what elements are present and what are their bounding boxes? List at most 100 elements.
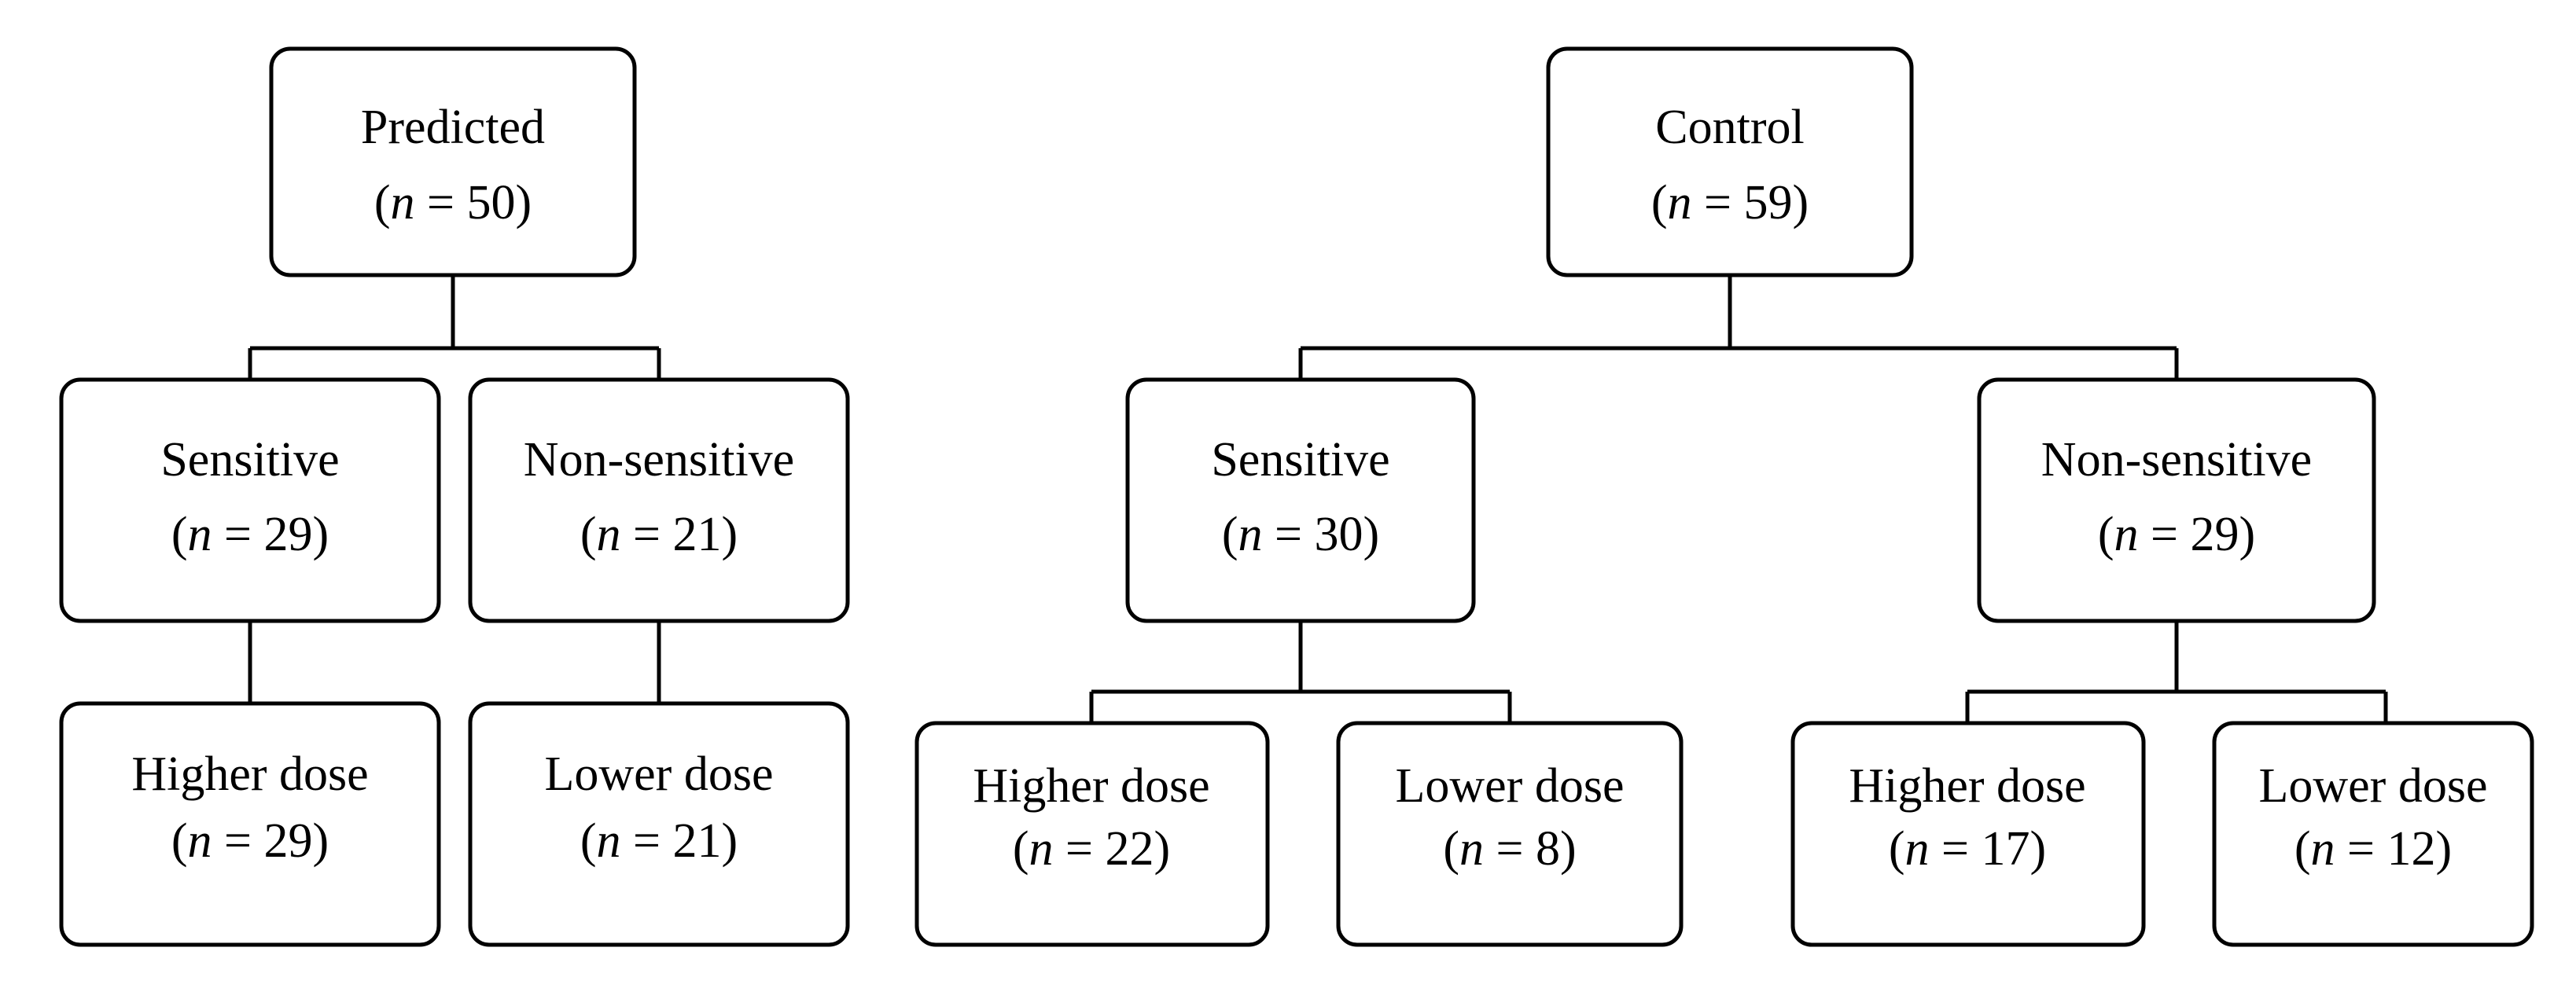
node-predicted-sensitive-higher-count: (n = 29): [171, 814, 329, 868]
node-predicted-sensitive-count: (n = 29): [171, 508, 329, 561]
node-predicted-sensitive-box[interactable]: [59, 377, 441, 623]
node-predicted-sensitive-higher-label: Higher dose: [131, 747, 368, 801]
node-control-non-sensitive-higher[interactable]: Higher dose (n = 17): [1790, 721, 2146, 947]
node-predicted[interactable]: Predicted (n = 50): [269, 46, 637, 277]
count-value: 21: [672, 508, 721, 561]
node-control-non-sensitive-count: (n = 29): [2098, 508, 2255, 561]
count-close-paren: ): [721, 508, 738, 561]
count-value: 59: [1743, 176, 1792, 230]
count-value: 22: [1105, 822, 1154, 876]
count-close-paren: ): [1363, 508, 1379, 561]
count-close-paren: ): [1154, 822, 1170, 876]
count-value: 12: [2386, 822, 2435, 876]
node-control-sensitive-higher-count: (n = 22): [1013, 822, 1170, 876]
node-predicted-sensitive[interactable]: Sensitive (n = 29): [59, 377, 441, 623]
count-open-paren: (: [580, 508, 597, 561]
count-open-paren: (: [580, 814, 597, 868]
count-variable: n: [188, 508, 212, 561]
count-open-paren: (: [374, 176, 391, 230]
count-value: 30: [1314, 508, 1363, 561]
count-equals: =: [621, 508, 673, 561]
node-control-non-sensitive-lower-label: Lower dose: [2259, 759, 2488, 813]
control-tree-connectors: [1089, 275, 2388, 723]
node-control-sensitive-higher-box[interactable]: [914, 721, 1270, 947]
node-control-box[interactable]: [1546, 46, 1914, 277]
count-open-paren: (: [1222, 508, 1238, 561]
node-control-sensitive-lower-label: Lower dose: [1396, 759, 1625, 813]
node-control-sensitive-lower[interactable]: Lower dose (n = 8): [1336, 721, 1684, 947]
count-open-paren: (: [1443, 822, 1459, 876]
count-equals: =: [1692, 176, 1744, 230]
count-equals: =: [212, 814, 264, 868]
node-predicted-non-sensitive-box[interactable]: [468, 377, 850, 623]
node-predicted-non-sensitive-lower-box[interactable]: [468, 701, 850, 947]
node-control-non-sensitive-lower-box[interactable]: [2212, 721, 2534, 947]
count-close-paren: ): [2435, 822, 2452, 876]
node-control-non-sensitive-higher-box[interactable]: [1790, 721, 2146, 947]
count-equals: =: [212, 508, 264, 561]
node-control-non-sensitive-box[interactable]: [1977, 377, 2376, 623]
count-value: 29: [2190, 508, 2239, 561]
count-close-paren: ): [1792, 176, 1809, 230]
node-predicted-non-sensitive[interactable]: Non-sensitive (n = 21): [468, 377, 850, 623]
node-control[interactable]: Control (n = 59): [1546, 46, 1914, 277]
node-control-sensitive-higher[interactable]: Higher dose (n = 22): [914, 721, 1270, 947]
count-equals: =: [415, 176, 467, 230]
node-predicted-sensitive-higher-box[interactable]: [59, 701, 441, 947]
node-control-non-sensitive-higher-count: (n = 17): [1889, 822, 2046, 876]
predicted-tree-connectors: [248, 275, 661, 703]
count-variable: n: [1029, 822, 1054, 876]
count-close-paren: ): [312, 814, 329, 868]
count-variable: n: [2114, 508, 2139, 561]
node-control-non-sensitive-label: Non-sensitive: [2041, 433, 2312, 487]
count-variable: n: [1238, 508, 1263, 561]
count-close-paren: ): [1560, 822, 1577, 876]
count-variable: n: [597, 814, 621, 868]
node-predicted-non-sensitive-lower-count: (n = 21): [580, 814, 738, 868]
node-control-non-sensitive[interactable]: Non-sensitive (n = 29): [1977, 377, 2376, 623]
count-open-paren: (: [1889, 822, 1905, 876]
node-control-non-sensitive-lower[interactable]: Lower dose (n = 12): [2212, 721, 2534, 947]
count-open-paren: (: [1651, 176, 1668, 230]
node-control-non-sensitive-lower-count: (n = 12): [2294, 822, 2452, 876]
count-value: 21: [672, 814, 721, 868]
node-predicted-non-sensitive-lower-label: Lower dose: [545, 747, 774, 801]
node-control-non-sensitive-higher-label: Higher dose: [1849, 759, 2085, 813]
count-variable: n: [188, 814, 212, 868]
node-predicted-box[interactable]: [269, 46, 637, 277]
count-open-paren: (: [1013, 822, 1029, 876]
count-variable: n: [2311, 822, 2335, 876]
node-predicted-non-sensitive-count: (n = 21): [580, 508, 738, 561]
count-open-paren: (: [171, 508, 188, 561]
count-open-paren: (: [2098, 508, 2114, 561]
count-value: 8: [1536, 822, 1560, 876]
node-control-sensitive-label: Sensitive: [1211, 433, 1389, 487]
count-variable: n: [597, 508, 621, 561]
node-control-sensitive[interactable]: Sensitive (n = 30): [1125, 377, 1476, 623]
node-predicted-sensitive-label: Sensitive: [160, 433, 339, 487]
node-control-sensitive-count: (n = 30): [1222, 508, 1379, 561]
count-variable: n: [1668, 176, 1692, 230]
count-equals: =: [2335, 822, 2387, 876]
node-control-sensitive-higher-label: Higher dose: [973, 759, 1209, 813]
node-control-sensitive-box[interactable]: [1125, 377, 1476, 623]
node-predicted-sensitive-higher[interactable]: Higher dose (n = 29): [59, 701, 441, 947]
node-predicted-non-sensitive-label: Non-sensitive: [524, 433, 794, 487]
node-control-sensitive-lower-box[interactable]: [1336, 721, 1684, 947]
node-control-label: Control: [1655, 101, 1804, 154]
count-equals: =: [1054, 822, 1106, 876]
count-close-paren: ): [515, 176, 532, 230]
count-open-paren: (: [2294, 822, 2311, 876]
count-open-paren: (: [171, 814, 188, 868]
node-predicted-label: Predicted: [361, 101, 545, 154]
count-equals: =: [1263, 508, 1315, 561]
count-variable: n: [1459, 822, 1484, 876]
node-predicted-count: (n = 50): [374, 176, 532, 230]
node-predicted-non-sensitive-lower[interactable]: Lower dose (n = 21): [468, 701, 850, 947]
count-value: 29: [263, 814, 312, 868]
count-value: 50: [466, 176, 515, 230]
node-control-count: (n = 59): [1651, 176, 1809, 230]
count-variable: n: [391, 176, 415, 230]
